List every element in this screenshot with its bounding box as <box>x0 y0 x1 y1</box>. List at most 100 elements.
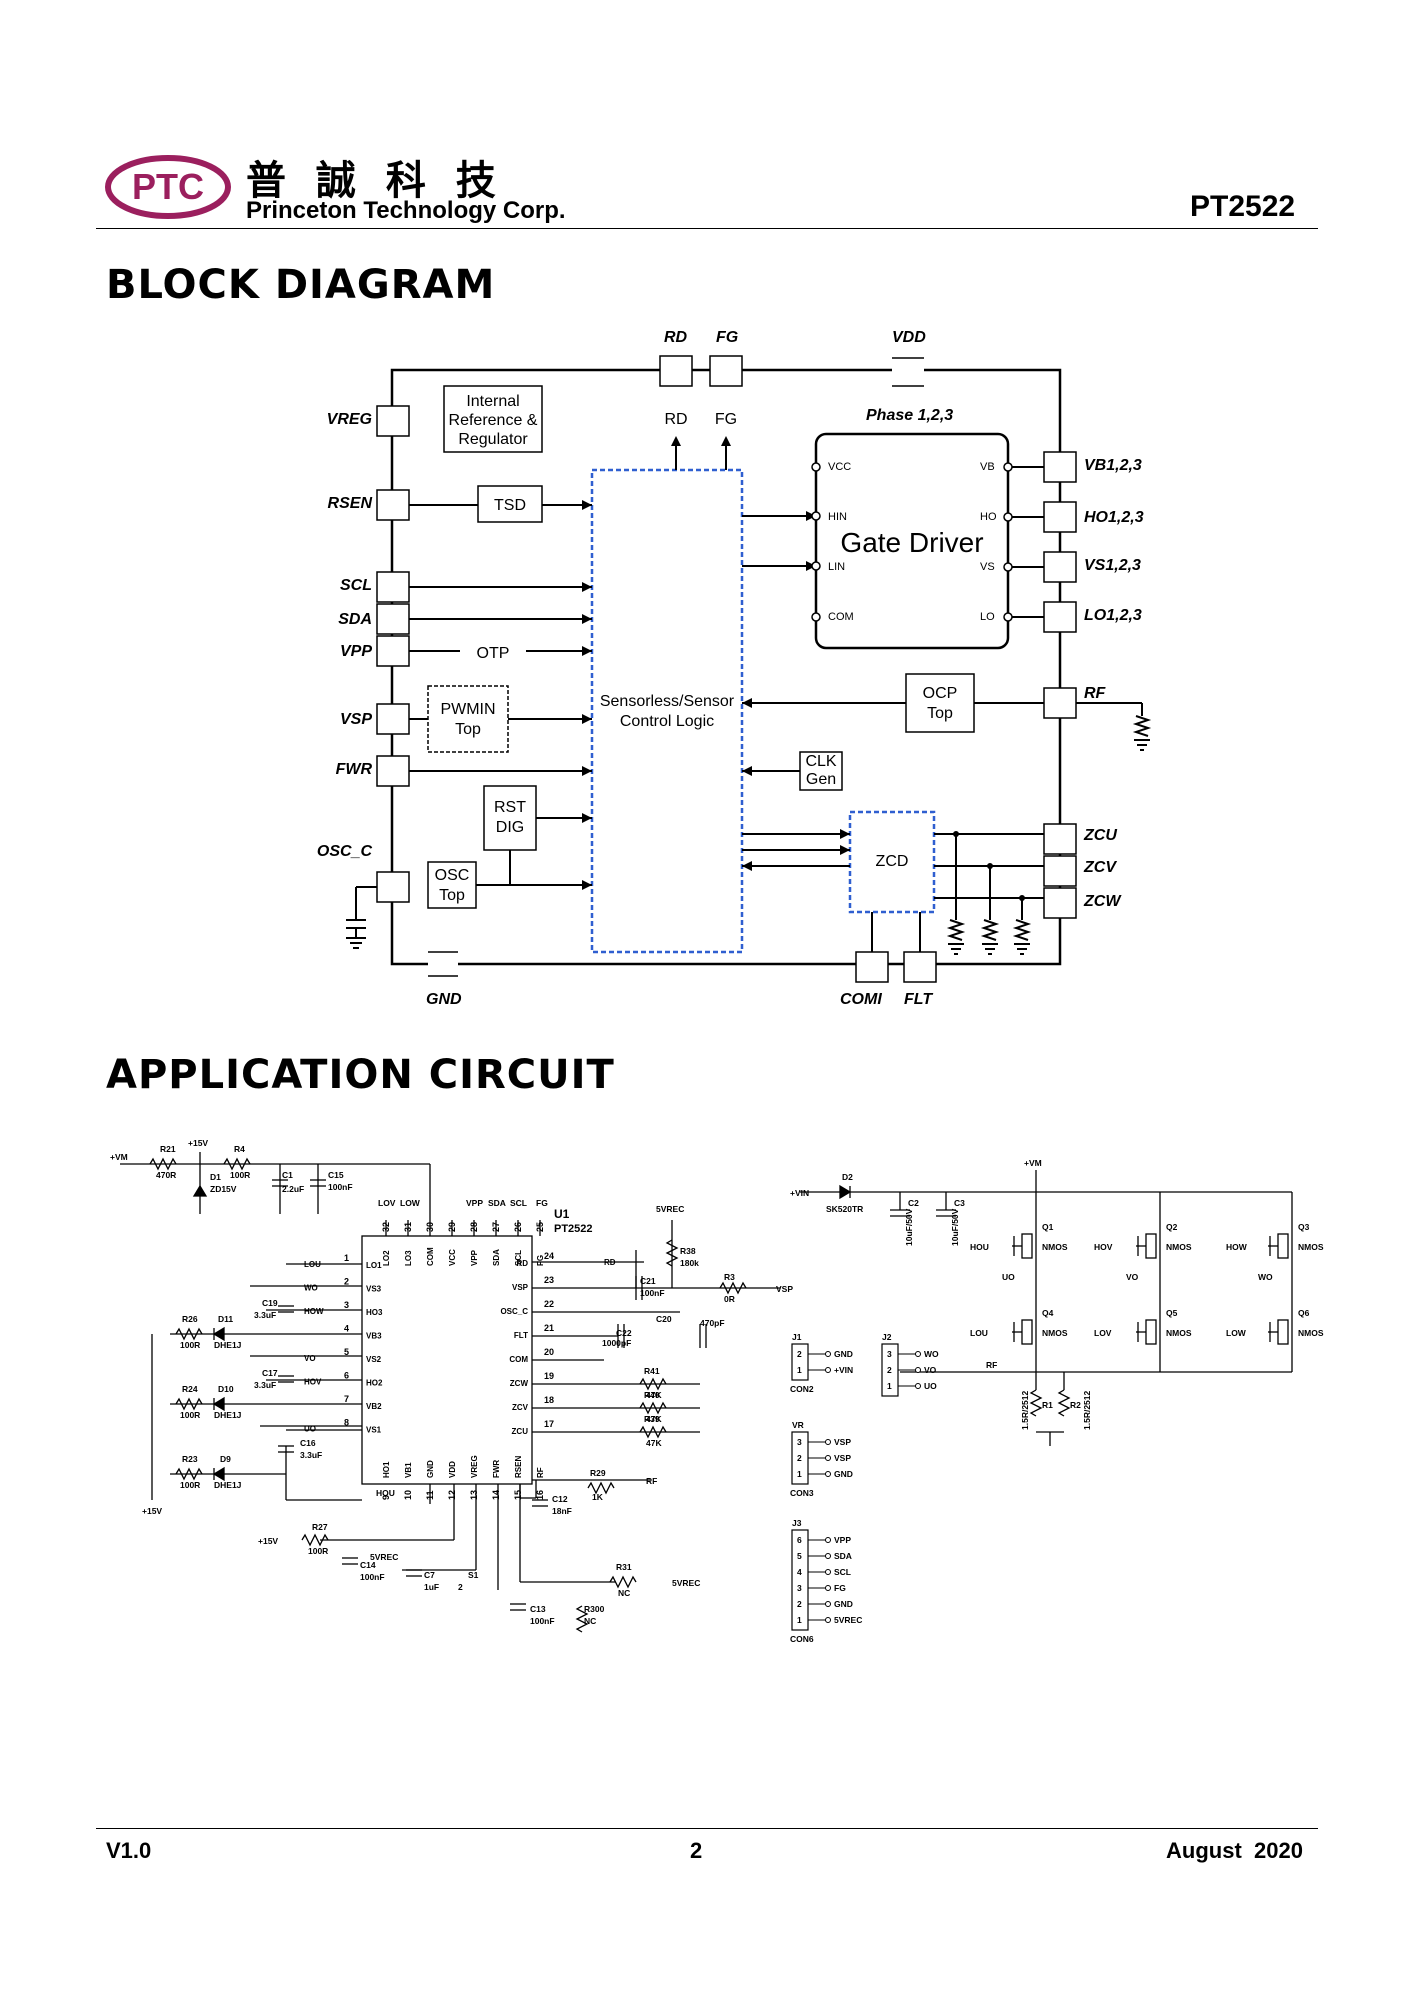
ic-top-pin-label: LO3 <box>404 1250 413 1266</box>
lbl-r23v: 100R <box>180 1480 200 1490</box>
mos-gate: LOU <box>970 1328 988 1338</box>
ic-top-pin-label: SCL <box>514 1250 523 1266</box>
lbl-c14: C14 <box>360 1560 376 1570</box>
connector-pin-terminal <box>825 1601 831 1607</box>
ic-left-pin-label: HO2 <box>366 1379 383 1388</box>
mos-type: NMOS <box>1298 1242 1324 1252</box>
nmos-transistor-icon <box>1268 1319 1289 1345</box>
phase-label: Phase 1,2,3 <box>866 407 953 424</box>
ic-top-pin-label: LO2 <box>382 1250 391 1266</box>
ic-left-pin-num: 6 <box>344 1371 349 1381</box>
clk-label-1: CLK <box>805 753 836 770</box>
ic-top-pin-num: 26 <box>513 1222 523 1232</box>
logic-label-2: Control Logic <box>620 713 714 730</box>
ic-left-pin-label: HO3 <box>366 1308 383 1317</box>
ic-bottom-pin-label: VB1 <box>404 1462 413 1478</box>
lbl-r27v: 100R <box>308 1546 328 1556</box>
connector-pin-label: GND <box>834 1349 853 1359</box>
lbl-r4: R4 <box>234 1144 245 1154</box>
mos-type: NMOS <box>1042 1328 1068 1338</box>
lbl-d1v: ZD15V <box>210 1184 237 1194</box>
ic-left-net: VO <box>304 1354 316 1363</box>
gd-lin: LIN <box>828 561 845 573</box>
lbl-c19: C19 <box>262 1298 278 1308</box>
connector-pin-num: 1 <box>797 1365 802 1375</box>
lbl-r29v: 1K <box>592 1492 604 1502</box>
ic-right-pin-num: 19 <box>544 1371 554 1381</box>
lbl-15v: +15V <box>188 1138 208 1148</box>
lbl-c16: C16 <box>300 1438 316 1448</box>
pwmin-label-1: PWMIN <box>440 701 495 718</box>
osc-label-1: OSC <box>435 867 470 884</box>
connector-pin-num: 5 <box>797 1551 802 1561</box>
lbl-r38v: 180k <box>680 1258 699 1268</box>
ic-right-pin-label: ZCW <box>510 1379 529 1388</box>
connector-pin-terminal <box>825 1367 831 1373</box>
company-name-cn: 普 誠 科 技 <box>246 158 504 204</box>
lbl-r31v: NC <box>618 1588 630 1598</box>
block-diagram: RD FG VDD VREG RSEN SCL SDA VPP VSP FWR … <box>317 329 1152 1008</box>
lbl-r24: R24 <box>182 1384 198 1394</box>
ground-icon <box>346 715 1152 955</box>
nmos-transistor-icon <box>1136 1233 1157 1259</box>
pin-flt: FLT <box>904 991 933 1008</box>
mos-out: WO <box>1258 1272 1273 1282</box>
lbl-vin: +VIN <box>790 1188 809 1198</box>
footer-page: 2 <box>690 1838 703 1863</box>
ic-bottom-pin-num: 10 <box>403 1490 413 1500</box>
lbl-c19v: 3.3uF <box>254 1310 276 1320</box>
lbl-c17: C17 <box>262 1368 278 1378</box>
ic-left-pin-num: 4 <box>344 1324 349 1334</box>
lbl-r3v: 0R <box>724 1294 735 1304</box>
gd-ho: HO <box>980 511 997 523</box>
connector-pin-num: 1 <box>797 1615 802 1625</box>
gd-lo: LO <box>980 611 995 623</box>
pin-vs: VS1,2,3 <box>1084 557 1141 574</box>
lbl-u1: U1 <box>554 1207 570 1221</box>
ic-bottom-pin-label: RSEN <box>514 1456 523 1478</box>
lbl-c17v: 3.3uF <box>254 1380 276 1390</box>
connector-pin-terminal <box>915 1367 921 1373</box>
pin-scl: SCL <box>340 577 372 594</box>
lbl-r300: R300 <box>584 1604 605 1614</box>
lbl-r41v: 47K <box>646 1390 662 1400</box>
pin-rf: RF <box>1084 685 1107 702</box>
nmos-transistor-icon <box>1136 1319 1157 1345</box>
lbl-r4v: 100R <box>230 1170 250 1180</box>
ic-bottom-pin-num: 14 <box>491 1490 501 1500</box>
mos-ref: Q1 <box>1042 1222 1054 1232</box>
lbl-c20: C20 <box>656 1314 672 1324</box>
mos-ref: Q5 <box>1166 1308 1178 1318</box>
ic-bottom-pin-label: VREG <box>470 1455 479 1478</box>
connector-pin-terminal <box>915 1351 921 1357</box>
lbl-c22: C22 <box>616 1328 632 1338</box>
mos-type: NMOS <box>1042 1242 1068 1252</box>
nmos-transistor-icon <box>1268 1233 1289 1259</box>
lbl-c3v: 10uF/50V <box>950 1208 960 1246</box>
ptc-logo-icon: PTC <box>105 155 231 219</box>
ic-right-pin-num: 21 <box>544 1323 554 1333</box>
pin-vdd: VDD <box>892 329 926 346</box>
clk-label-2: Gen <box>806 771 836 788</box>
lbl-d11v: DHE1J <box>214 1340 242 1350</box>
nmos-transistor-icon <box>1012 1319 1033 1345</box>
mos-type: NMOS <box>1166 1242 1192 1252</box>
lbl-5vrec: 5VREC <box>370 1552 398 1562</box>
ic-right-pin-num: 22 <box>544 1299 554 1309</box>
connector-pin-label: VSP <box>834 1437 851 1447</box>
pin-zcv: ZCV <box>1083 859 1117 876</box>
lbl-c16v: 3.3uF <box>300 1450 322 1460</box>
ic-left-pin-label: VB3 <box>366 1332 382 1341</box>
ic-left-pin-num: 8 <box>344 1418 349 1428</box>
pin-zcu: ZCU <box>1083 827 1117 844</box>
gate-driver-label: Gate Driver <box>840 527 983 558</box>
ic-right-pin-label: ZCU <box>512 1427 529 1436</box>
mos-type: NMOS <box>1166 1328 1192 1338</box>
gd-com: COM <box>828 611 854 623</box>
lbl-hou: HOU <box>376 1488 395 1498</box>
pin-fg: FG <box>716 329 738 346</box>
connector-pin-num: 2 <box>797 1453 802 1463</box>
lbl-r26v: 100R <box>180 1340 200 1350</box>
lbl-r3: R3 <box>724 1272 735 1282</box>
lbl-c20v: 470pF <box>700 1318 725 1328</box>
